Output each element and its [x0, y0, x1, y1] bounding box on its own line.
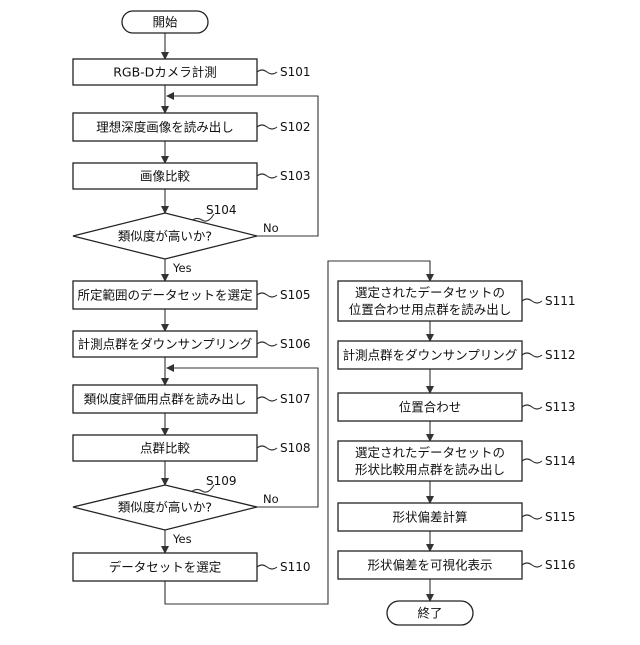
s101-step: S101: [280, 65, 311, 79]
s116-text: 形状偏差を可視化表示: [367, 558, 492, 573]
process-s106: 計測点群をダウンサンプリング: [73, 331, 257, 357]
s106-step: S106: [280, 337, 311, 351]
leader-s113: [522, 405, 542, 409]
s108-text: 点群比較: [140, 441, 191, 456]
leader-s114: [522, 459, 542, 463]
process-s103: 画像比較: [73, 163, 257, 189]
s110-step: S110: [280, 560, 311, 574]
s112-text: 計測点群をダウンサンプリング: [343, 348, 518, 363]
s103-step: S103: [280, 169, 311, 183]
start-label: 開始: [152, 15, 178, 30]
s104-step: S104: [206, 203, 237, 217]
process-s116: 形状偏差を可視化表示: [338, 551, 522, 579]
s109-text: 類似度が高いか?: [118, 500, 212, 515]
s105-text: 所定範囲のデータセットを選定: [77, 288, 252, 303]
process-s101: RGB-Dカメラ計測: [73, 59, 257, 85]
leader-s110: [257, 565, 277, 569]
s113-step: S113: [545, 400, 576, 414]
s114-text-line1: 選定されたデータセットの: [355, 445, 505, 460]
s111-text-line2: 位置合わせ用点群を読み出し: [349, 302, 512, 317]
leader-s101: [257, 70, 277, 74]
leader-s112: [522, 353, 542, 357]
leader-s116: [522, 563, 542, 567]
decision-s109: 類似度が高いか?: [73, 485, 257, 530]
leader-s102: [257, 125, 277, 129]
s111-step: S111: [545, 294, 576, 308]
s112-step: S112: [545, 348, 576, 362]
leader-s107: [257, 397, 277, 401]
leader-s111: [522, 299, 542, 303]
s105-step: S105: [280, 288, 311, 302]
end-label: 終了: [417, 606, 442, 621]
s104-yes-label: Yes: [172, 261, 192, 275]
s109-yes-label: Yes: [172, 532, 192, 546]
s115-text: 形状偏差計算: [392, 510, 467, 525]
s107-text: 類似度評価用点群を読み出し: [84, 392, 247, 407]
s102-text: 理想深度画像を読み出し: [96, 120, 234, 135]
s103-text: 画像比較: [140, 169, 191, 184]
s109-no-label: No: [263, 492, 279, 506]
process-s112: 計測点群をダウンサンプリング: [338, 341, 522, 369]
process-s113: 位置合わせ: [338, 393, 522, 421]
s110-text: データセットを選定: [109, 560, 222, 575]
s106-text: 計測点群をダウンサンプリング: [78, 337, 253, 352]
s115-step: S115: [545, 510, 576, 524]
s102-step: S102: [280, 120, 311, 134]
leader-s106: [257, 342, 277, 346]
s116-step: S116: [545, 558, 576, 572]
process-s115: 形状偏差計算: [338, 503, 522, 531]
s101-text: RGB-Dカメラ計測: [113, 65, 217, 80]
process-s108: 点群比較: [73, 435, 257, 461]
s108-step: S108: [280, 441, 311, 455]
s104-no-label: No: [263, 221, 279, 235]
decision-s104: 類似度が高いか?: [73, 213, 257, 259]
s114-step: S114: [545, 454, 576, 468]
terminal-end: 終了: [387, 601, 473, 625]
leader-s115: [522, 515, 542, 519]
process-s102: 理想深度画像を読み出し: [73, 113, 257, 141]
s113-text: 位置合わせ: [399, 400, 462, 415]
leader-s108: [257, 446, 277, 450]
s109-step: S109: [206, 474, 237, 488]
leader-s105: [257, 293, 277, 297]
process-s111: 選定されたデータセットの 位置合わせ用点群を読み出し: [338, 281, 522, 321]
process-s107: 類似度評価用点群を読み出し: [73, 385, 257, 413]
process-s114: 選定されたデータセットの 形状比較用点群を読み出し: [338, 441, 522, 481]
leader-s103: [257, 174, 277, 178]
terminal-start: 開始: [122, 11, 208, 33]
s107-step: S107: [280, 392, 311, 406]
process-s110: データセットを選定: [73, 553, 257, 581]
s114-text-line2: 形状比較用点群を読み出し: [355, 462, 505, 477]
s104-text: 類似度が高いか?: [118, 229, 212, 244]
process-s105: 所定範囲のデータセットを選定: [73, 281, 257, 309]
s111-text-line1: 選定されたデータセットの: [355, 285, 505, 300]
